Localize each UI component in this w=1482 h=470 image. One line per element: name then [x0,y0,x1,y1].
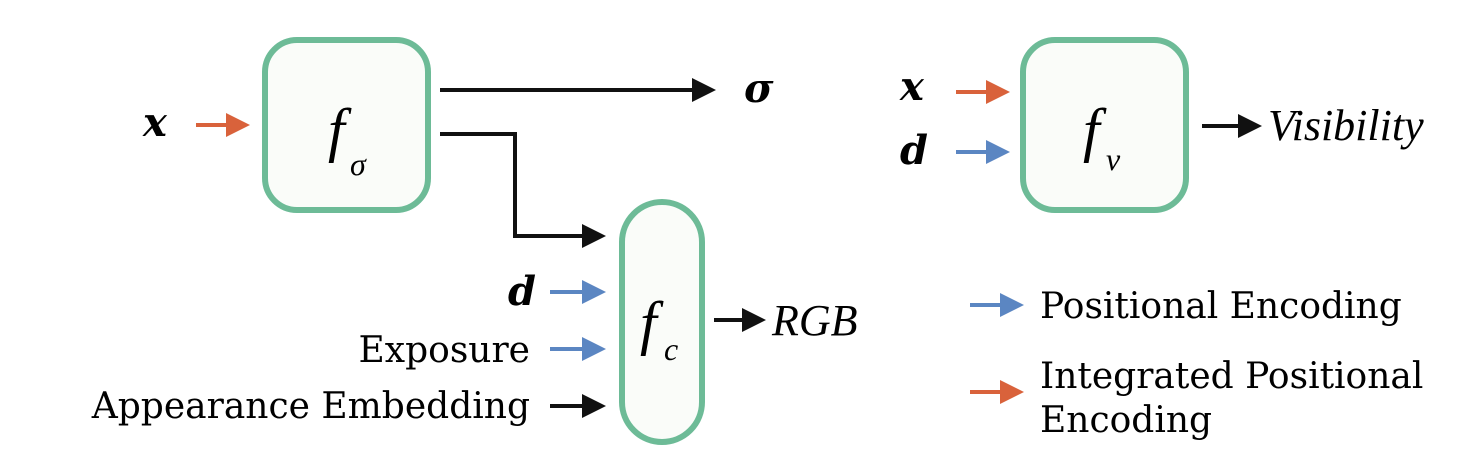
visibility-input-x-label: x [899,63,925,110]
visibility-network-box [1020,37,1189,213]
visibility-input-d-label: d [900,127,928,174]
rgb-output-label: RGB [771,296,858,345]
legend-integrated-label-line1: Integrated Positional [1040,356,1423,397]
exposure-label: Exposure [359,330,530,371]
visibility-output-label: Visibility [1268,101,1424,150]
color-network-box [619,199,705,445]
appearance-embedding-label: Appearance Embedding [91,386,530,427]
visibility-function-subscript: v [1106,141,1121,177]
feature-connector-arrow [440,132,606,248]
density-function-subscript: σ [350,146,367,182]
legend-positional-label: Positional Encoding [1040,286,1402,327]
legend-integrated-label-line2: Encoding [1040,400,1212,441]
density-network-box [262,37,431,213]
color-input-d-label: d [508,268,536,315]
density-input-x-label: x [142,99,168,146]
sigma-output-label: σ [744,65,774,112]
color-function-subscript: c [664,331,678,367]
